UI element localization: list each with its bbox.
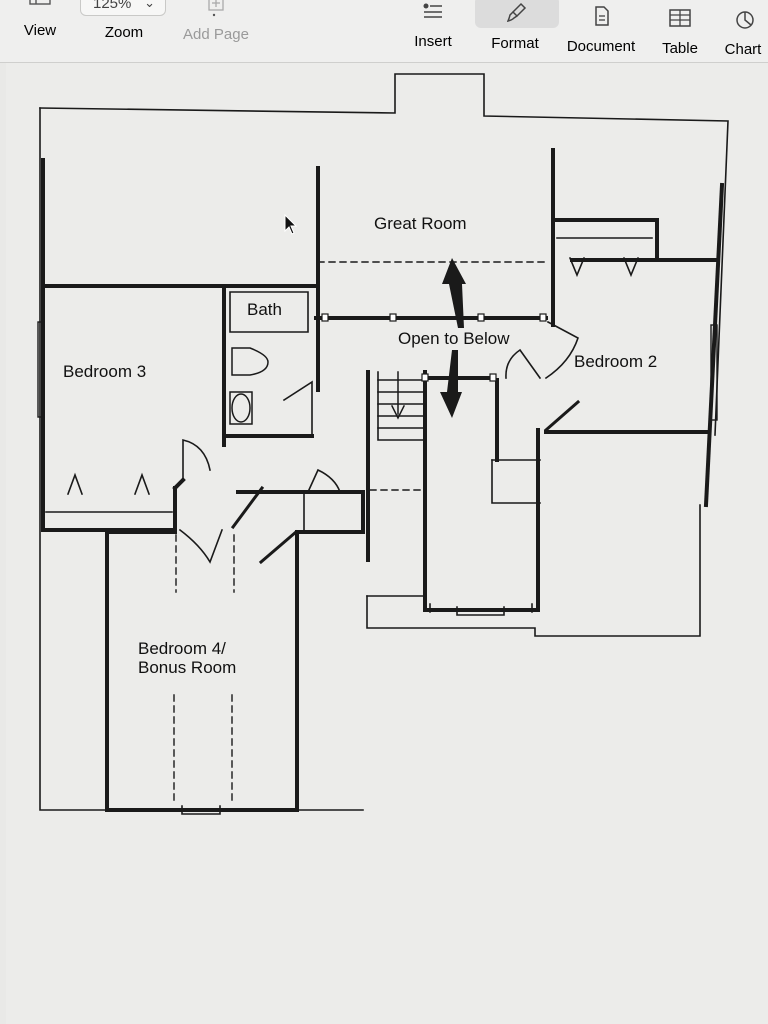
add-page-icon: [208, 0, 224, 17]
room-label-bedroom-4-line2: Bonus Room: [138, 658, 237, 677]
document-icon: [595, 6, 609, 26]
document-label: Document: [566, 38, 636, 55]
add-page-label: Add Page: [183, 26, 249, 43]
zoom-dropdown[interactable]: 125% ⌄: [80, 0, 166, 16]
room-label-bath: Bath: [247, 300, 282, 319]
room-label-great-room: Great Room: [374, 214, 467, 233]
room-label-bedroom-2: Bedroom 2: [574, 352, 658, 371]
chart-icon: [736, 11, 754, 29]
table-icon: [669, 9, 691, 27]
format-label: Format: [491, 35, 539, 52]
sidebar-view-icon: [29, 0, 51, 5]
chevron-down-icon: ⌄: [144, 0, 155, 10]
mouse-pointer-icon: [284, 214, 298, 235]
chart-label: Chart: [724, 41, 762, 58]
toolbar: View 125% ⌄ Zoom Add Page Insert: [0, 0, 768, 63]
zoom-value: 125%: [93, 0, 132, 12]
room-label-bedroom-3: Bedroom 3: [63, 362, 147, 381]
format-highlight: [475, 0, 559, 28]
insert-icon: [423, 3, 442, 18]
floor-plan-image: [37, 73, 729, 815]
paintbrush-icon: [507, 2, 527, 22]
document-canvas[interactable]: Great Room Bath Bedroom 3 Open to Below …: [6, 63, 768, 1024]
zoom-label: Zoom: [104, 24, 144, 41]
room-label-open-to-below: Open to Below: [398, 329, 510, 348]
view-label: View: [23, 22, 57, 39]
double-arrow-icon: [440, 258, 466, 418]
table-label: Table: [662, 40, 698, 57]
insert-label: Insert: [414, 33, 452, 50]
room-label-bedroom-4-line1: Bedroom 4/: [138, 639, 226, 658]
